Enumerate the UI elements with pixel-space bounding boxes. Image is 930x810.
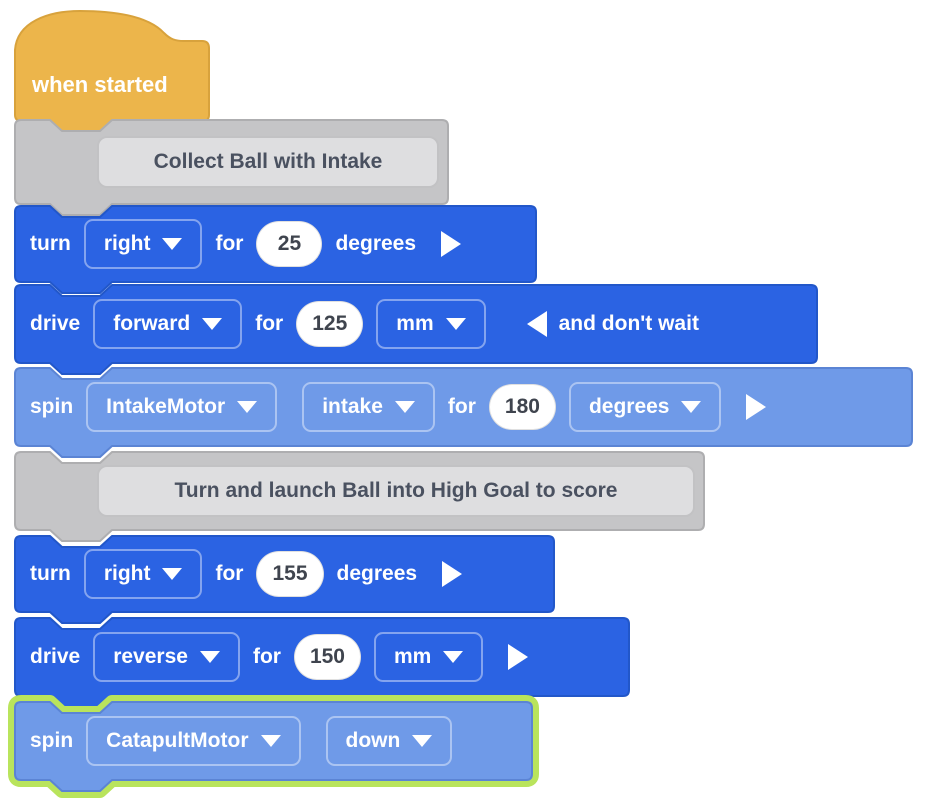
dropdown-value: degrees <box>588 395 670 418</box>
dropdown-value: intake <box>322 395 383 418</box>
direction-dropdown[interactable]: intake <box>302 382 435 432</box>
unit-dropdown[interactable]: mm <box>374 632 484 682</box>
dropdown-value: mm <box>394 645 432 668</box>
verb-label: spin <box>30 729 74 752</box>
expand-arrow-icon[interactable] <box>441 231 462 257</box>
motor-dropdown[interactable]: IntakeMotor <box>86 382 278 432</box>
dropdown-value: down <box>345 729 401 752</box>
block-spin-1[interactable]: spin IntakeMotor intake for 180 degrees <box>14 367 913 458</box>
comment-text-field[interactable]: Turn and launch Ball into High Goal to s… <box>97 465 695 517</box>
chevron-down-icon <box>260 735 281 747</box>
option-label: and don't wait <box>558 312 699 335</box>
chevron-down-icon <box>162 238 183 250</box>
block-drive-2[interactable]: drive reverse for 150 mm <box>14 617 630 708</box>
chevron-down-icon <box>199 651 220 663</box>
dropdown-value: CatapultMotor <box>106 729 249 752</box>
verb-label: turn <box>30 232 71 255</box>
direction-dropdown[interactable]: right <box>83 219 203 269</box>
unit-dropdown[interactable]: mm <box>376 299 486 349</box>
for-label: for <box>447 395 476 418</box>
chevron-down-icon <box>394 401 415 413</box>
direction-dropdown[interactable]: right <box>83 549 203 599</box>
value-field[interactable]: 155 <box>256 551 324 597</box>
expand-arrow-icon[interactable] <box>442 561 463 587</box>
chevron-down-icon <box>412 735 433 747</box>
direction-dropdown[interactable]: reverse <box>93 632 240 682</box>
hat-label: when started <box>32 72 168 97</box>
unit-label: degrees <box>335 232 417 255</box>
block-when-started[interactable]: when started <box>14 8 210 133</box>
direction-dropdown[interactable]: down <box>325 716 453 766</box>
value-field[interactable]: 150 <box>293 634 361 680</box>
value-field[interactable]: 180 <box>488 384 556 430</box>
verb-label: drive <box>30 645 81 668</box>
block-comment-2[interactable]: Turn and launch Ball into High Goal to s… <box>14 451 705 542</box>
value-field[interactable]: 25 <box>256 221 323 267</box>
dropdown-value: reverse <box>113 645 188 668</box>
for-label: for <box>252 645 281 668</box>
value-field[interactable]: 125 <box>296 301 364 347</box>
collapse-arrow-icon[interactable] <box>526 311 547 337</box>
dropdown-value: forward <box>113 312 191 335</box>
chevron-down-icon <box>445 318 466 330</box>
unit-dropdown[interactable]: degrees <box>568 382 722 432</box>
dropdown-value: right <box>103 232 151 255</box>
for-label: for <box>255 312 284 335</box>
chevron-down-icon <box>443 651 464 663</box>
chevron-down-icon <box>237 401 258 413</box>
chevron-down-icon <box>202 318 223 330</box>
block-turn-2[interactable]: turn right for 155 degrees <box>14 535 555 624</box>
block-spin-2-running[interactable]: spin CatapultMotor down <box>8 695 539 798</box>
chevron-down-icon <box>681 401 702 413</box>
verb-label: turn <box>30 562 71 585</box>
block-comment-1[interactable]: Collect Ball with Intake <box>14 119 449 216</box>
block-shape <box>14 367 913 458</box>
dropdown-value: IntakeMotor <box>106 395 226 418</box>
for-label: for <box>215 232 244 255</box>
verb-label: drive <box>30 312 81 335</box>
verb-label: spin <box>30 395 74 418</box>
comment-text-field[interactable]: Collect Ball with Intake <box>97 136 439 188</box>
direction-dropdown[interactable]: forward <box>93 299 243 349</box>
block-drive-1[interactable]: drive forward for 125 mm and don't wait <box>14 284 818 375</box>
expand-arrow-icon[interactable] <box>508 644 529 670</box>
block-turn-1[interactable]: turn right for 25 degrees <box>14 205 537 294</box>
unit-label: degrees <box>336 562 418 585</box>
motor-dropdown[interactable]: CatapultMotor <box>86 716 301 766</box>
chevron-down-icon <box>162 568 183 580</box>
block-shape <box>14 284 818 375</box>
for-label: for <box>215 562 244 585</box>
dropdown-value: mm <box>396 312 434 335</box>
expand-arrow-icon[interactable] <box>746 394 767 420</box>
dropdown-value: right <box>103 562 151 585</box>
